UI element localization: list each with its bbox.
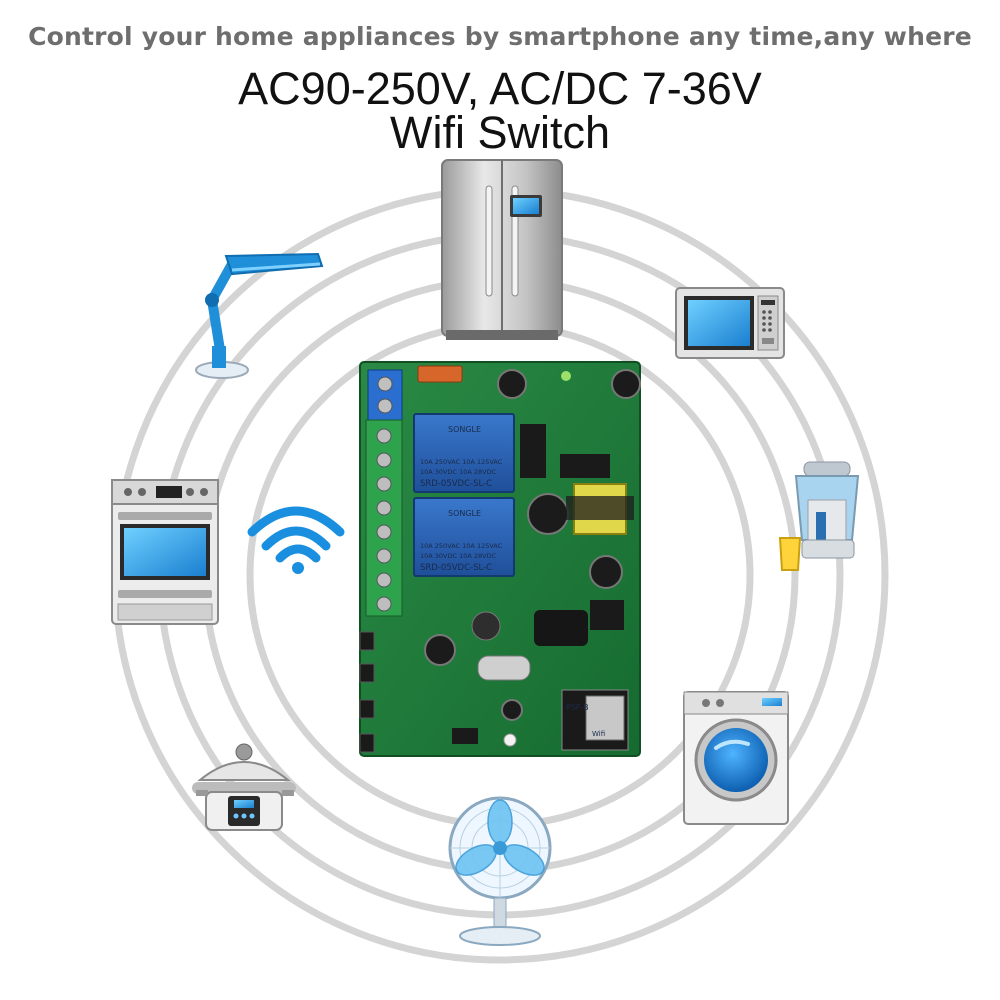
refrigerator-icon [441, 159, 563, 340]
inductor [471, 611, 501, 641]
washing-machine-icon [683, 691, 789, 825]
relay-2-spec-2: 10A 30VDC 10A 28VDC [420, 552, 497, 560]
relay-1-spec-2: 10A 30VDC 10A 28VDC [420, 468, 497, 476]
capacitors [424, 369, 641, 721]
relay-1-model: SRD-05VDC-SL-C [420, 479, 492, 489]
relay-1: SONGLE 10A 250VAC 10A 125VAC 10A 30VDC 1… [413, 413, 515, 493]
wifi-module: PSF-B Wifi [561, 689, 629, 751]
desk-lamp-icon [195, 252, 324, 379]
module-label: PSF-B [566, 703, 589, 712]
product-title-name: Wifi Switch [389, 107, 610, 158]
relay-2: SONGLE 10A 250VAC 10A 125VAC 10A 30VDC 1… [413, 497, 515, 577]
module-wifi-label: Wifi [592, 730, 605, 738]
wifi-icon [247, 506, 345, 574]
fan-icon [448, 796, 552, 946]
microwave-icon [675, 287, 785, 359]
product-title-voltage: AC90-250V, AC/DC 7-36V [238, 63, 762, 114]
rice-cooker-icon [192, 743, 296, 831]
relay-1-brand: SONGLE [448, 425, 481, 434]
juicer-icon [778, 461, 860, 571]
relay-2-brand: SONGLE [448, 509, 481, 518]
wifi-relay-board: SONGLE 10A 250VAC 10A 125VAC 10A 30VDC 1… [359, 361, 641, 757]
oven-icon [111, 479, 219, 625]
relay-2-spec-1: 10A 250VAC 10A 125VAC [420, 542, 503, 550]
tagline: Control your home appliances by smartpho… [28, 22, 972, 51]
relay-2-model: SRD-05VDC-SL-C [420, 563, 492, 573]
relay-1-spec-1: 10A 250VAC 10A 125VAC [420, 458, 503, 466]
